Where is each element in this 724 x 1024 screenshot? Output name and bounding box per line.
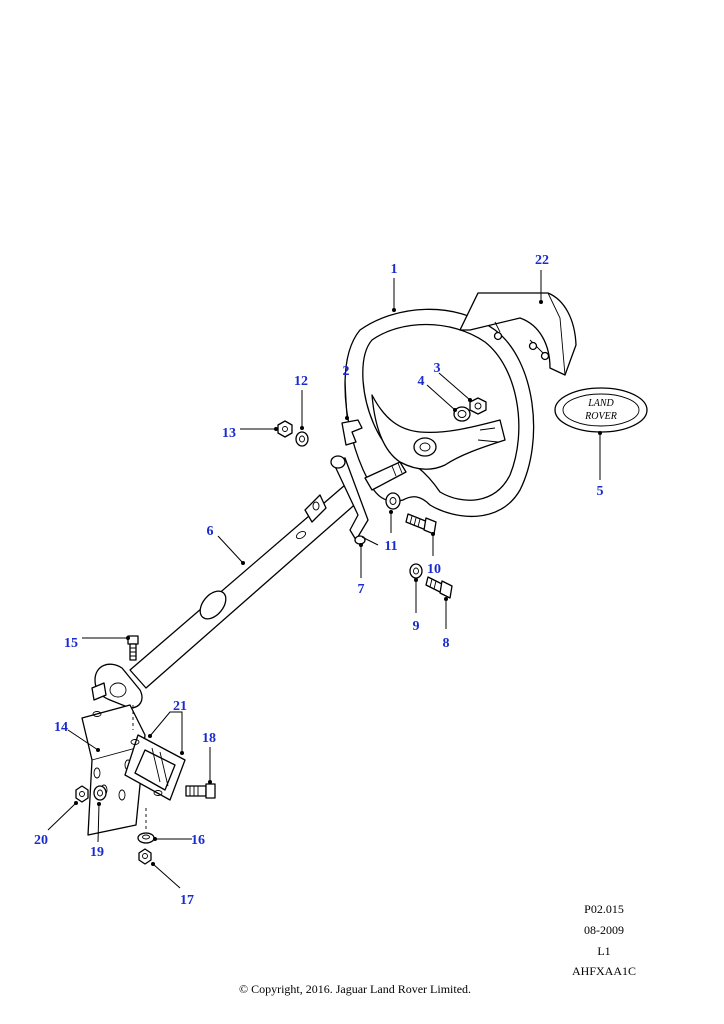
callout-1: 1 bbox=[391, 262, 398, 277]
callout-2: 2 bbox=[343, 364, 350, 379]
bolt-10 bbox=[405, 513, 437, 535]
callout-8: 8 bbox=[443, 636, 450, 651]
badge-line1: LAND bbox=[587, 398, 614, 409]
diagram-level: L1 bbox=[597, 944, 611, 958]
callout-5: 5 bbox=[597, 484, 604, 499]
diagram-code: AHFXAA1C bbox=[571, 964, 636, 978]
callout-7: 7 bbox=[358, 582, 365, 597]
nut-17 bbox=[138, 848, 152, 865]
callout-9: 9 bbox=[413, 619, 420, 634]
callout-16: 16 bbox=[191, 833, 205, 848]
callout-18: 18 bbox=[202, 731, 216, 746]
callout-labels: 1 2 3 4 5 6 7 8 9 10 11 12 13 14 15 16 1… bbox=[34, 253, 604, 908]
callout-20: 20 bbox=[34, 833, 48, 848]
leader-lines bbox=[47, 270, 602, 889]
callout-21: 21 bbox=[173, 699, 187, 714]
callout-13: 13 bbox=[222, 426, 236, 441]
steering-column bbox=[129, 461, 407, 689]
copyright-notice: © Copyright, 2016. Jaguar Land Rover Lim… bbox=[238, 982, 472, 996]
bolt-18 bbox=[185, 783, 216, 799]
nut-13 bbox=[277, 420, 293, 438]
callout-3: 3 bbox=[434, 361, 441, 376]
diagram-ref: P02.015 bbox=[584, 902, 624, 916]
callout-10: 10 bbox=[427, 562, 441, 577]
lock-washer bbox=[453, 406, 471, 422]
callout-4: 4 bbox=[418, 374, 425, 389]
steering-wheel bbox=[344, 308, 535, 518]
callout-12: 12 bbox=[294, 374, 308, 389]
land-rover-badge: LAND ROVER bbox=[554, 387, 648, 433]
callout-22: 22 bbox=[535, 253, 549, 268]
diagram-date: 08-2009 bbox=[584, 923, 624, 937]
bolt-15 bbox=[127, 635, 139, 661]
callout-15: 15 bbox=[64, 636, 78, 651]
lever-7 bbox=[330, 455, 369, 545]
washer-12 bbox=[295, 431, 309, 447]
washer-11 bbox=[385, 492, 401, 510]
callout-17: 17 bbox=[180, 893, 194, 908]
washer-19 bbox=[93, 785, 107, 801]
nut-20 bbox=[75, 785, 89, 803]
column-cover bbox=[459, 292, 577, 376]
callout-11: 11 bbox=[384, 539, 397, 554]
callout-19: 19 bbox=[90, 845, 104, 860]
washer-16 bbox=[137, 832, 155, 844]
clip-2 bbox=[341, 419, 363, 446]
plate-21 bbox=[124, 734, 186, 801]
column-clamp bbox=[91, 663, 143, 709]
callout-14: 14 bbox=[54, 720, 68, 735]
callout-6: 6 bbox=[207, 524, 214, 539]
washer-9 bbox=[409, 563, 423, 579]
bolt-8 bbox=[425, 576, 453, 599]
wheel-nut bbox=[469, 397, 487, 415]
badge-line2: ROVER bbox=[584, 411, 617, 422]
